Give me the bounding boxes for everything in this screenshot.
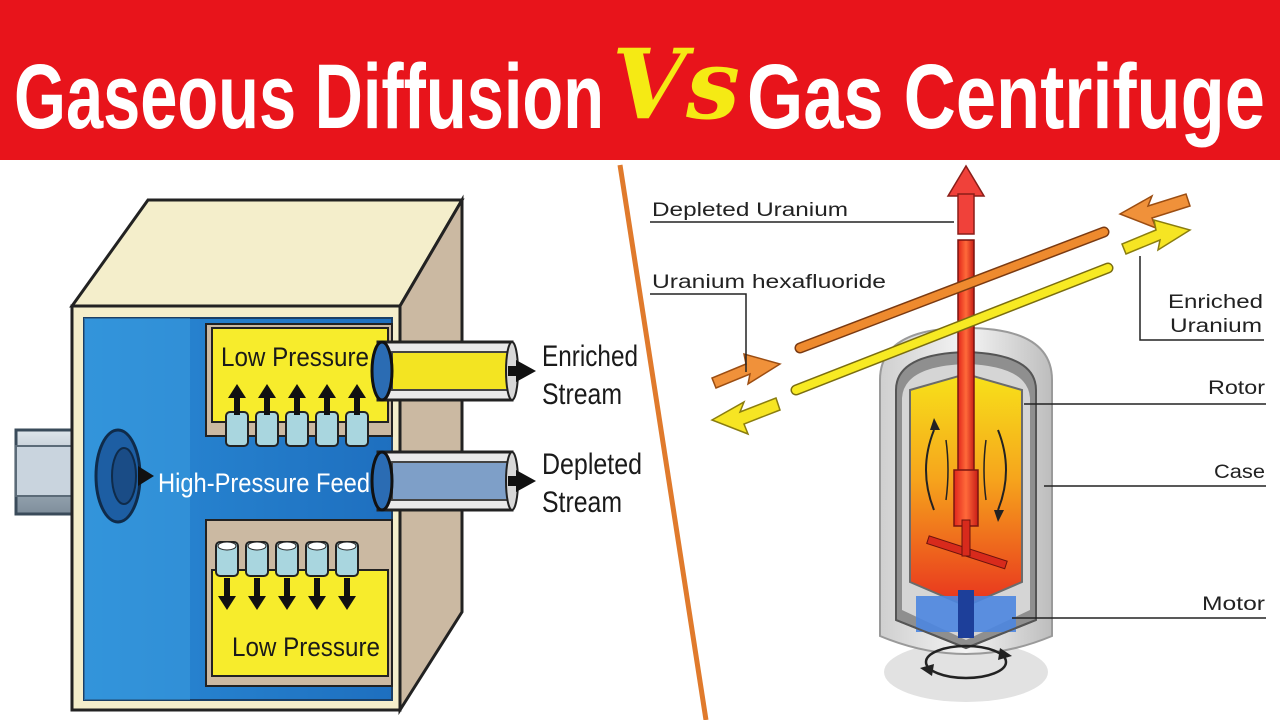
enriched-outlet-pipe: [370, 340, 536, 402]
arrow-right-icon: [1121, 218, 1192, 255]
arrow-up-icon: [258, 384, 276, 398]
depleted-uranium-label: Depleted Uranium: [652, 200, 848, 221]
arrow-down-icon: [248, 596, 266, 610]
arrow-up-icon: [228, 384, 246, 398]
feed-arrow-icon: [138, 466, 154, 486]
arrow-up-icon: [348, 384, 366, 398]
rotor-spindle: [957, 239, 975, 481]
right-title: Gas Centrifuge: [747, 46, 1265, 148]
motor-label: Motor: [1202, 594, 1266, 615]
depleted-stream-label-2: Stream: [542, 486, 622, 519]
enriched-uranium-label-2: Uranium: [1170, 316, 1262, 337]
low-pressure-bottom-label: Low Pressure: [232, 632, 380, 662]
low-pressure-top-label: Low Pressure: [221, 342, 369, 372]
enriched-leader: [1139, 256, 1264, 341]
vs-text: Vs: [612, 28, 740, 141]
rotation-arrow-icon: [920, 644, 1012, 680]
hexafluoride-leader: [650, 293, 747, 372]
low-pressure-bottom-box: [211, 569, 389, 677]
arrow-left-icon: [710, 397, 781, 436]
divider-line: [617, 164, 709, 720]
arrow-down-icon: [278, 596, 296, 610]
centrifuge-diagram: Depleted Uranium Uranium hexafluoride En…: [650, 164, 1266, 702]
title-banner: [0, 0, 1280, 160]
arrow-right-icon: [516, 470, 536, 492]
arrow-down-icon: [338, 596, 356, 610]
enriched-stream-label-2: Stream: [542, 378, 622, 411]
arrow-up-icon: [288, 384, 306, 398]
rotor-label: Rotor: [1208, 378, 1266, 399]
uranium-hexafluoride-label: Uranium hexafluoride: [652, 272, 886, 293]
depleted-outlet-pipe: [370, 450, 536, 512]
depleted-stream-label-1: Depleted: [542, 448, 642, 481]
bottom-membrane-tubes: [215, 541, 359, 610]
top-membrane-tubes: [225, 384, 369, 447]
arrow-up-icon: [318, 384, 336, 398]
enriched-uranium-label-1: Enriched: [1168, 292, 1263, 313]
enriched-stream-label-1: Enriched: [542, 340, 638, 373]
arrow-down-icon: [218, 596, 236, 610]
arrow-right-icon: [516, 360, 536, 382]
depleted-arrow-up-icon: [946, 164, 986, 235]
left-title: Gaseous Diffusion: [14, 46, 604, 148]
arrow-down-icon: [308, 596, 326, 610]
diffusion-diagram: Low Pressure Low Pressure High-Pressure …: [14, 194, 642, 716]
case-label: Case: [1214, 462, 1265, 483]
box-top-face: [69, 198, 465, 308]
feed-label: High-Pressure Feed: [158, 468, 370, 498]
